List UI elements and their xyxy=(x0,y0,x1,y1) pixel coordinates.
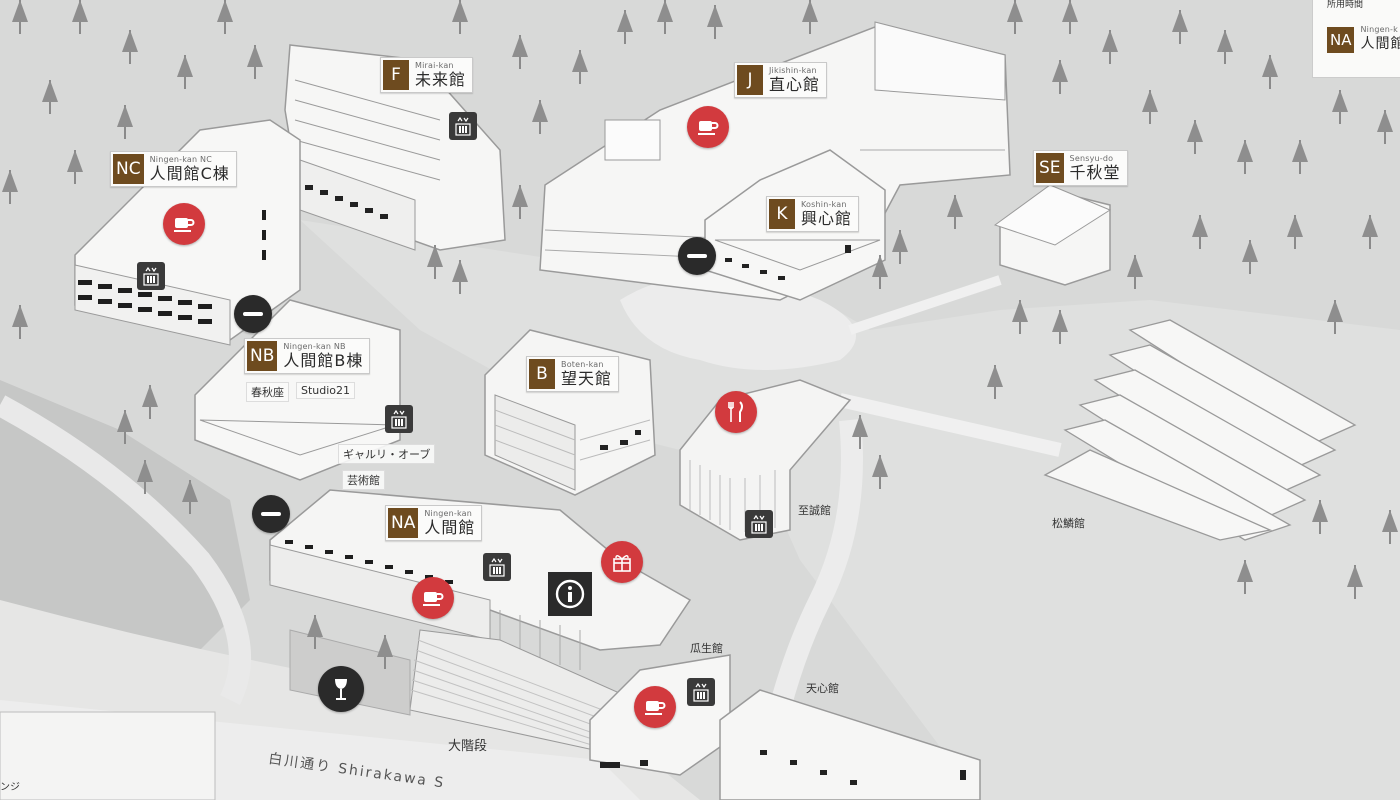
elevator-icon xyxy=(449,112,477,140)
fork-knife-icon[interactable] xyxy=(715,391,757,433)
legend-panel: 所用時間 NA Ningen-k 人間館 xyxy=(1312,0,1400,78)
building-code: NA xyxy=(388,508,419,538)
building-code: B xyxy=(529,359,555,389)
elevator-icon xyxy=(687,678,715,706)
elevator-icon xyxy=(483,553,511,581)
building-romaji: Ningen-kan NC xyxy=(149,154,213,164)
coffee-cup-icon[interactable] xyxy=(634,686,676,728)
building-code: NB xyxy=(247,341,278,371)
building-code: NA xyxy=(1327,26,1355,53)
label-tenshinkan: 天心館 xyxy=(806,682,839,695)
building-romaji: Mirai-kan xyxy=(415,60,454,70)
label-shorinkan: 松鱗館 xyxy=(1052,517,1085,530)
building-romaji: Sensyu-do xyxy=(1069,153,1114,163)
coffee-cup-icon[interactable] xyxy=(163,203,205,245)
building-code: NC xyxy=(113,154,144,184)
coffee-cup-icon[interactable] xyxy=(687,106,729,148)
building-name: 未来館 xyxy=(415,69,467,89)
building-name: 人間館 xyxy=(1360,36,1400,52)
coffee-cup-icon[interactable] xyxy=(412,577,454,619)
legend-heading: 所用時間 xyxy=(1327,0,1364,10)
label-geijutsukan: 芸術館 xyxy=(342,470,385,490)
no-entry-icon[interactable] xyxy=(678,237,716,275)
building-name: 直心館 xyxy=(769,74,821,94)
label-uriukan: 瓜生館 xyxy=(690,642,723,655)
building-romaji: Boten-kan xyxy=(561,359,604,369)
no-entry-icon[interactable] xyxy=(234,295,272,333)
building-name: 千秋堂 xyxy=(1069,162,1121,182)
label-gallery: ギャルリ・オーブ xyxy=(338,444,436,464)
building-code: K xyxy=(769,199,795,229)
elevator-icon xyxy=(745,510,773,538)
wine-glass-icon[interactable] xyxy=(318,666,364,712)
building-name: 望天館 xyxy=(561,368,613,388)
building-name: 人間館 xyxy=(424,517,476,537)
label-shunjuza: 春秋座 xyxy=(246,382,289,402)
elevator-icon xyxy=(385,405,413,433)
building-romaji: Ningen-kan NB xyxy=(283,341,346,351)
building-name: 興心館 xyxy=(801,208,853,228)
no-entry-icon[interactable] xyxy=(252,495,290,533)
building-romaji: Jikishin-kan xyxy=(769,65,817,75)
building-name: 人間館C棟 xyxy=(149,163,230,183)
building-romaji: Ningen-k xyxy=(1360,25,1398,34)
legend-item-na: NA Ningen-k 人間館 xyxy=(1327,25,1400,54)
gift-icon[interactable] xyxy=(601,541,643,583)
label-left-edge: ンジ xyxy=(0,782,20,793)
information-icon[interactable] xyxy=(548,572,592,616)
label-daikaidan: 大階段 xyxy=(448,739,488,754)
building-code: SE xyxy=(1036,153,1064,183)
elevator-icon xyxy=(137,262,165,290)
building-romaji: Koshin-kan xyxy=(801,199,847,209)
building-romaji: Ningen-kan xyxy=(424,508,473,518)
label-shiseikan: 至誠館 xyxy=(798,504,831,517)
building-code: F xyxy=(383,60,409,90)
building-name: 人間館B棟 xyxy=(283,350,364,370)
label-studio21: Studio21 xyxy=(296,382,356,399)
building-code: J xyxy=(737,65,763,95)
